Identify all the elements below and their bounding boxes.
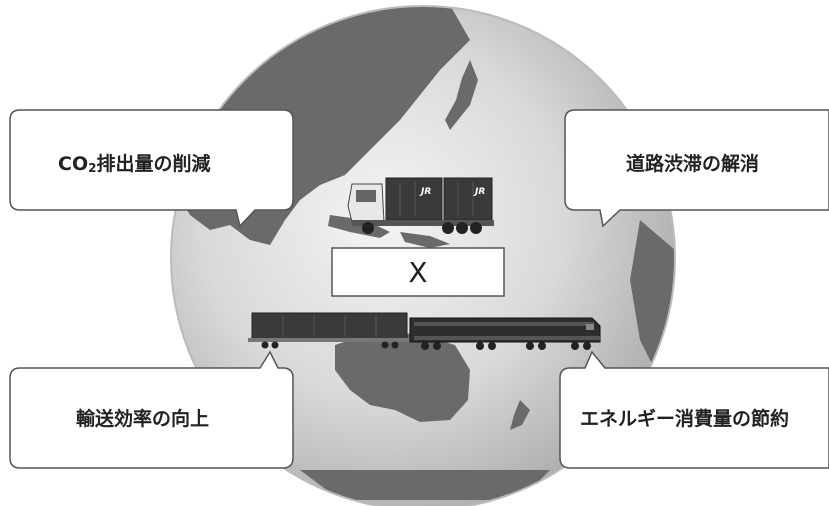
truck-logo-2: JR (473, 187, 485, 197)
co2-subscript: 2 (88, 161, 97, 175)
bubble-top-right (564, 109, 829, 228)
truck (347, 177, 494, 234)
operator-box (331, 247, 505, 297)
bubble-top-left (9, 109, 294, 228)
bubble-bottom-right-label: エネルギー消費量の節約 (580, 408, 790, 430)
bubble-top-right-label: 道路渋滞の解消 (626, 153, 760, 175)
bubble-bottom-right (559, 350, 829, 469)
freight-train (248, 312, 601, 350)
operator-label: X (408, 255, 428, 289)
co2-suffix: 排出量の削減 (96, 153, 211, 175)
bubble-bottom-left-label: 輸送効率の向上 (76, 408, 210, 430)
truck-logo-1: JR (419, 187, 431, 197)
co2-prefix: CO (58, 153, 89, 175)
bubble-top-left-label: CO2排出量の削減 (58, 149, 210, 176)
bubble-bottom-left (9, 350, 294, 469)
